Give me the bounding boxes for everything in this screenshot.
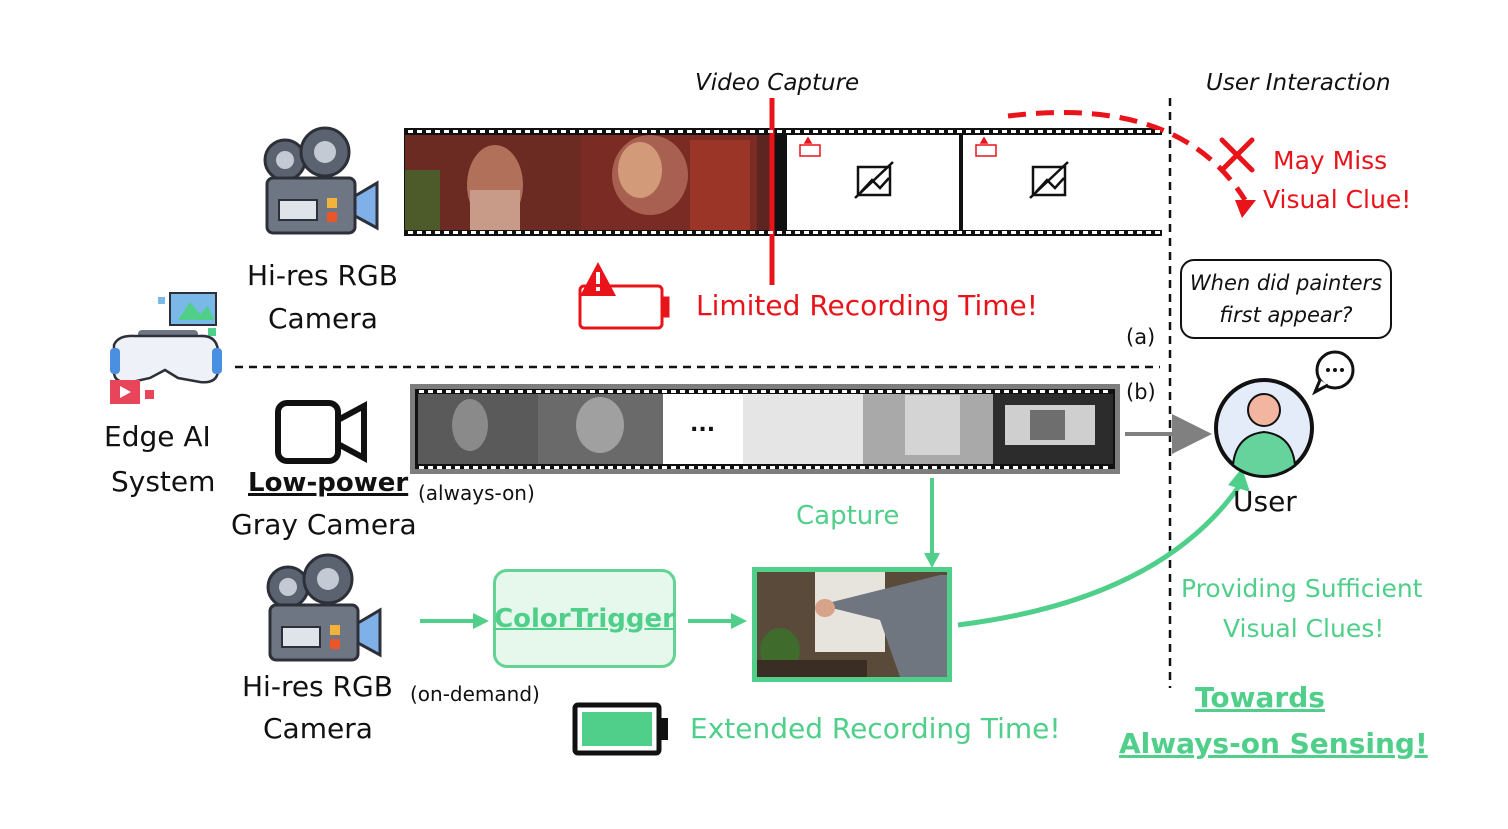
user-interaction-label: User Interaction: [1206, 70, 1391, 96]
panel-b-tag: (b): [1126, 380, 1156, 404]
towards-label-2: Always-on Sensing!: [1119, 727, 1428, 760]
clues-to-user-arrow: [957, 483, 1243, 628]
user-label: User: [1233, 485, 1297, 518]
panel-a-tag: (a): [1126, 325, 1156, 349]
video-camera-icon-2: [266, 553, 382, 662]
camcorder-outline-icon: [275, 400, 367, 464]
hires-camera-b-label-2: Camera: [263, 712, 373, 745]
battery-low-warning-icon: [578, 262, 670, 330]
hires-camera-label-2: Camera: [268, 302, 378, 335]
gray-frame-3: [743, 394, 863, 464]
vr-headset-icon: [110, 292, 222, 404]
captured-frame: [752, 567, 952, 682]
may-miss-label-1: May Miss: [1273, 146, 1388, 175]
may-miss-label-2: Visual Clue!: [1263, 185, 1412, 214]
video-camera-icon: [263, 126, 379, 235]
battery-low-badge: [799, 136, 997, 157]
colortrigger-box: ColorTrigger: [493, 569, 676, 668]
hires-camera-label-1: Hi-res RGB: [247, 259, 398, 292]
edge-ai-label-2: System: [111, 465, 216, 498]
gray-frame-ellipsis: [663, 394, 743, 464]
filmstrip-hires: [404, 128, 1162, 236]
speech-bubble-icon: [1311, 350, 1355, 396]
question-line-1: When did painters: [1189, 271, 1383, 295]
providing-label-2: Visual Clues!: [1223, 614, 1385, 643]
film-perforations-b-top: [419, 390, 1108, 393]
colortrigger-label: ColorTrigger: [494, 603, 675, 634]
lowpower-label: Low-power: [248, 468, 409, 498]
film-perforations-a-bottom: [408, 231, 1160, 234]
user-avatar-icon: [1214, 378, 1314, 478]
hires-camera-b-label-1: Hi-res RGB: [242, 670, 393, 703]
film-perforations-a-top: [408, 130, 1160, 133]
ellipsis-label: ...: [690, 412, 716, 437]
edge-ai-label-1: Edge AI: [104, 420, 211, 453]
video-capture-label: Video Capture: [695, 70, 860, 96]
question-line-2: first appear?: [1219, 303, 1353, 327]
question-bubble: When did painters first appear?: [1180, 259, 1392, 339]
miss-arrow: [1007, 110, 1248, 202]
limited-recording-label: Limited Recording Time!: [696, 289, 1039, 322]
providing-label-1: Providing Sufficient: [1181, 574, 1423, 603]
battery-full-icon: [572, 702, 668, 756]
towards-label-1: Towards: [1195, 681, 1325, 714]
gray-camera-label: Gray Camera: [231, 508, 417, 541]
always-on-label: (always-on): [418, 481, 535, 505]
x-mark-icon: [1219, 137, 1255, 173]
no-image-icon: [854, 161, 1069, 199]
on-demand-label: (on-demand): [410, 682, 540, 706]
filmstrip-gray: [410, 384, 1120, 474]
capture-label: Capture: [796, 501, 900, 531]
extended-recording-label: Extended Recording Time!: [690, 712, 1061, 745]
film-perforations-b-bottom: [419, 466, 1108, 469]
